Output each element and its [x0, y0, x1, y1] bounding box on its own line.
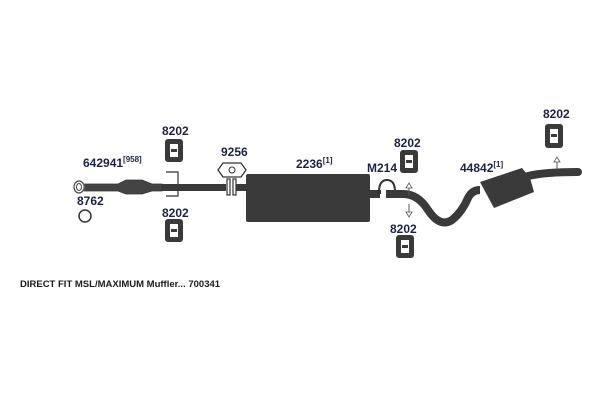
front-pipe: [162, 184, 226, 191]
cat-converter-label[interactable]: 642941[958]: [83, 155, 142, 170]
flange-gasket-label[interactable]: 9256: [221, 145, 248, 159]
hanger-upper-mid-label[interactable]: 8202: [394, 136, 421, 150]
hanger-upper-left[interactable]: [165, 139, 183, 162]
hanger-upper-left-label[interactable]: 8202: [162, 124, 189, 138]
hanger-lower-mid-label[interactable]: 8202: [390, 222, 417, 236]
hanger-arrow-lower-mid: [405, 204, 413, 218]
muffler[interactable]: [246, 174, 380, 222]
hanger-arrow-upper-mid: [405, 182, 413, 196]
hanger-tail-label[interactable]: 8202: [543, 107, 570, 121]
tail-resonator[interactable]: [480, 168, 582, 208]
hanger-tail[interactable]: [545, 124, 563, 148]
hanger-lower-left-label[interactable]: 8202: [162, 206, 189, 220]
hanger-lower-left[interactable]: [165, 219, 183, 242]
gasket-ring-label[interactable]: 8762: [77, 194, 104, 208]
flange: [226, 178, 246, 196]
tail-resonator-label[interactable]: 44842[1]: [460, 160, 503, 175]
rear-pipe: [386, 186, 481, 227]
muffler-label[interactable]: 2236[1]: [296, 156, 333, 171]
hanger-lower-mid[interactable]: [396, 235, 414, 258]
gasket-ring[interactable]: [78, 209, 92, 223]
footer-caption: DIRECT FIT MSL/MAXIMUM Muffler... 700341: [20, 279, 221, 290]
clamp-label[interactable]: M214: [367, 161, 397, 175]
hanger-arrow-tail: [553, 156, 561, 170]
flange-gasket[interactable]: [217, 162, 247, 178]
catalytic-converter[interactable]: [73, 179, 163, 195]
hanger-upper-mid[interactable]: [400, 150, 418, 173]
